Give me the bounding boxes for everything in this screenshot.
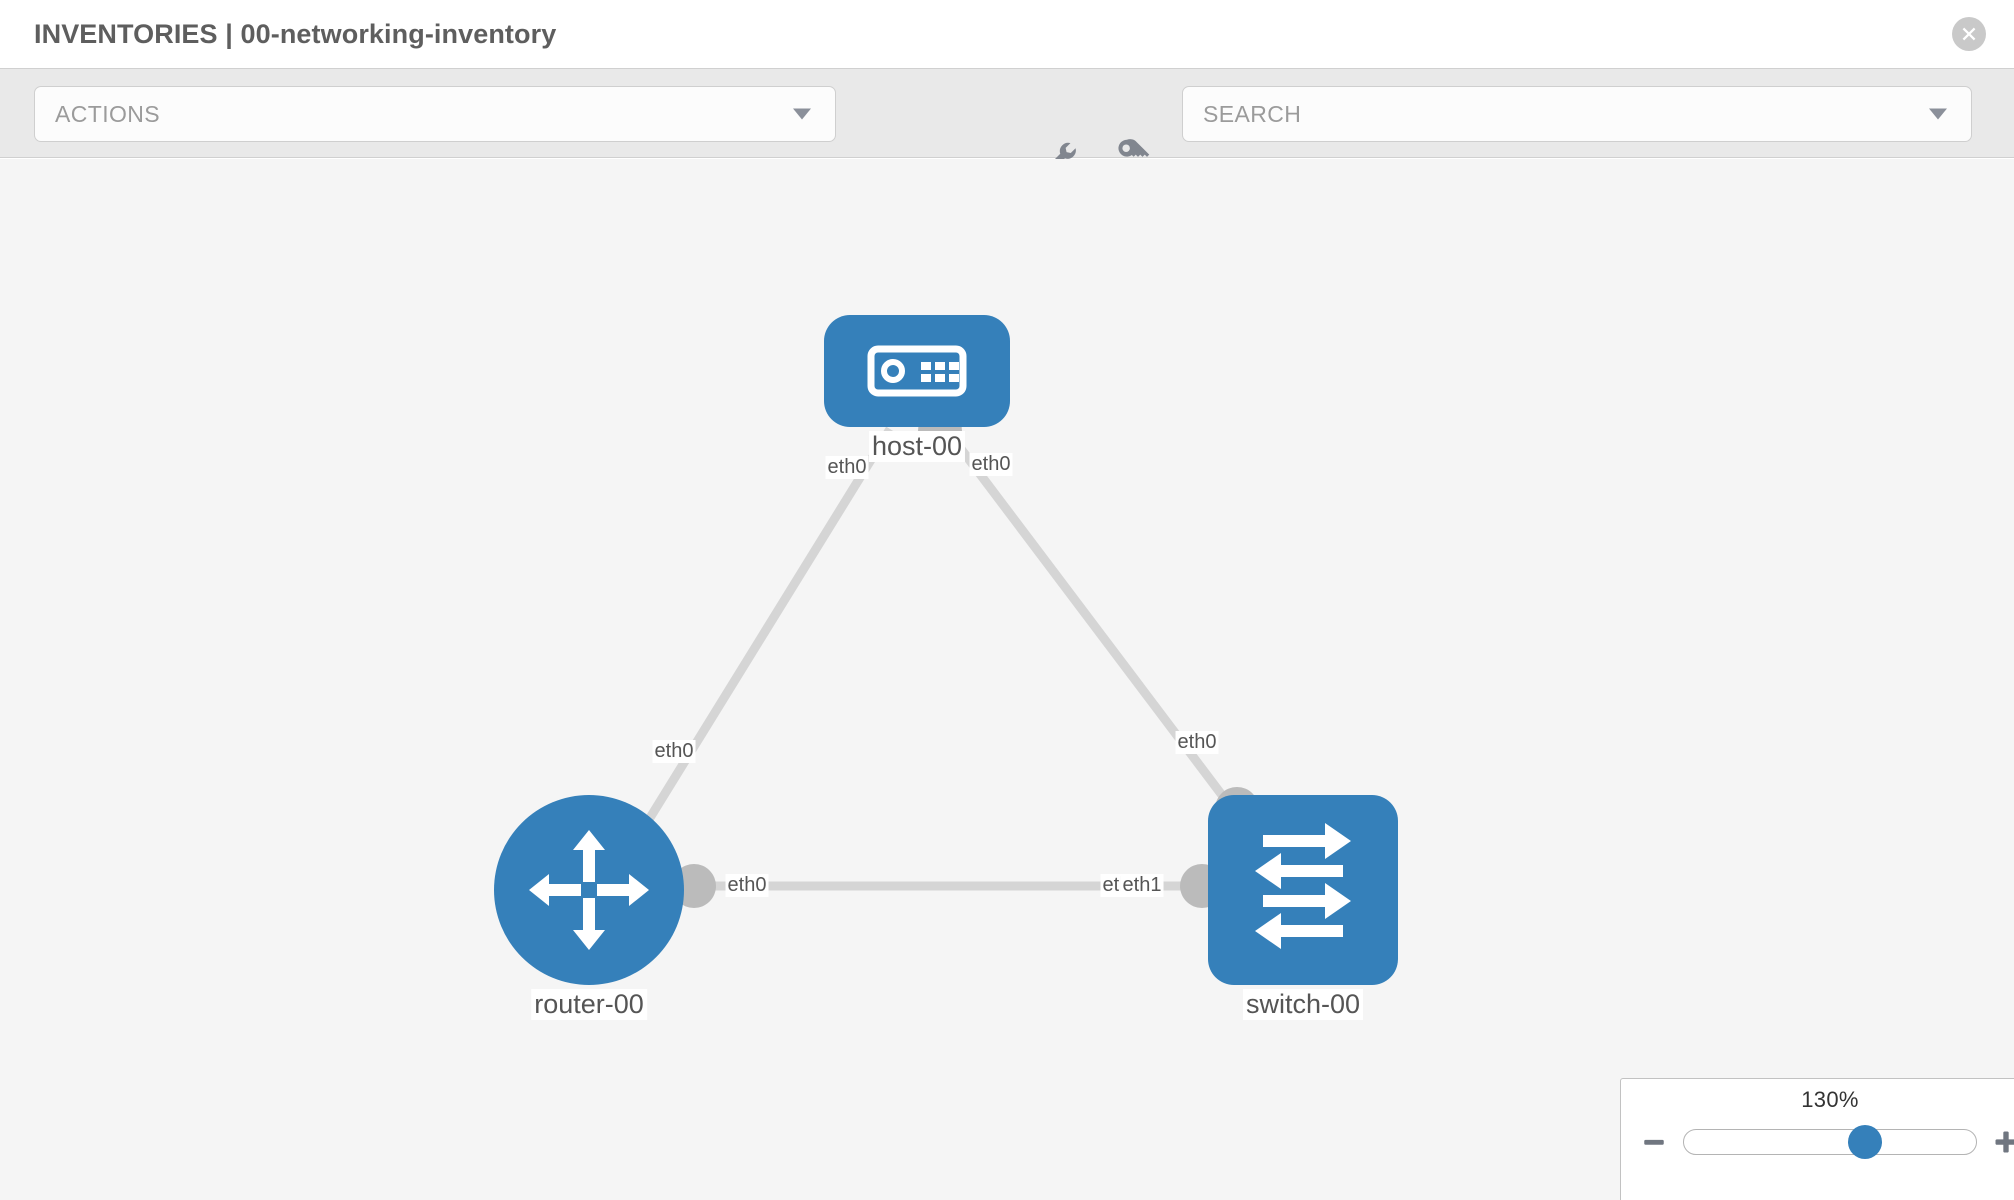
topology-edges xyxy=(636,426,1244,891)
page-header: INVENTORIES | 00-networking-inventory xyxy=(0,0,2014,68)
zoom-out-button[interactable] xyxy=(1639,1127,1669,1157)
zoom-in-button[interactable] xyxy=(1991,1127,2014,1157)
key-icon[interactable] xyxy=(1114,137,1150,178)
search-input[interactable]: SEARCH xyxy=(1182,86,1972,142)
search-placeholder: SEARCH xyxy=(1203,100,1302,127)
minus-icon xyxy=(1644,1139,1664,1145)
edge-host-switch[interactable] xyxy=(942,426,1244,822)
toolbar: ACTIONS SEARCH xyxy=(0,68,2014,172)
zoom-slider-track[interactable] xyxy=(1683,1125,1977,1159)
actions-dropdown[interactable]: ACTIONS xyxy=(34,86,836,142)
iface-label-switch-eth1[interactable]: eth1 xyxy=(1120,874,1164,897)
chevron-down-icon xyxy=(793,108,811,120)
zoom-level-value: 130% xyxy=(1801,1087,1859,1112)
node-label-switch-00[interactable]: switch-00 xyxy=(1242,989,1364,1020)
topology-canvas[interactable]: host-00 router-00 switch-00 eth0 eth0 et… xyxy=(0,159,2014,1200)
close-icon xyxy=(1959,24,1979,44)
node-label-host-00[interactable]: host-00 xyxy=(868,431,966,462)
node-host-00[interactable] xyxy=(824,315,1010,427)
zoom-control-panel: 130% xyxy=(1620,1078,2014,1200)
iface-label-host-eth0-left[interactable]: eth0 xyxy=(825,456,869,479)
iface-label-router-eth0[interactable]: eth0 xyxy=(725,874,769,897)
node-router-00[interactable] xyxy=(494,795,684,985)
chevron-down-icon[interactable] xyxy=(1929,108,1947,120)
actions-dropdown-label: ACTIONS xyxy=(55,100,161,127)
node-switch-00[interactable] xyxy=(1208,795,1398,985)
zoom-slider-thumb[interactable] xyxy=(1848,1125,1883,1159)
edge-host-router[interactable] xyxy=(636,426,894,837)
iface-label-host-eth0-right[interactable]: eth0 xyxy=(969,453,1013,476)
topology-graph xyxy=(494,315,1398,985)
zoom-slider-row xyxy=(1621,1125,2014,1159)
close-button[interactable] xyxy=(1952,17,1986,51)
plus-icon xyxy=(1995,1131,2014,1153)
page-title: INVENTORIES | 00-networking-inventory xyxy=(34,18,557,49)
iface-label-router-eth0-uplink[interactable]: eth0 xyxy=(652,740,696,763)
iface-label-switch-eth0-uplink[interactable]: eth0 xyxy=(1175,731,1219,754)
topology-connectors xyxy=(672,409,1259,908)
node-label-router-00[interactable]: router-00 xyxy=(531,989,647,1020)
